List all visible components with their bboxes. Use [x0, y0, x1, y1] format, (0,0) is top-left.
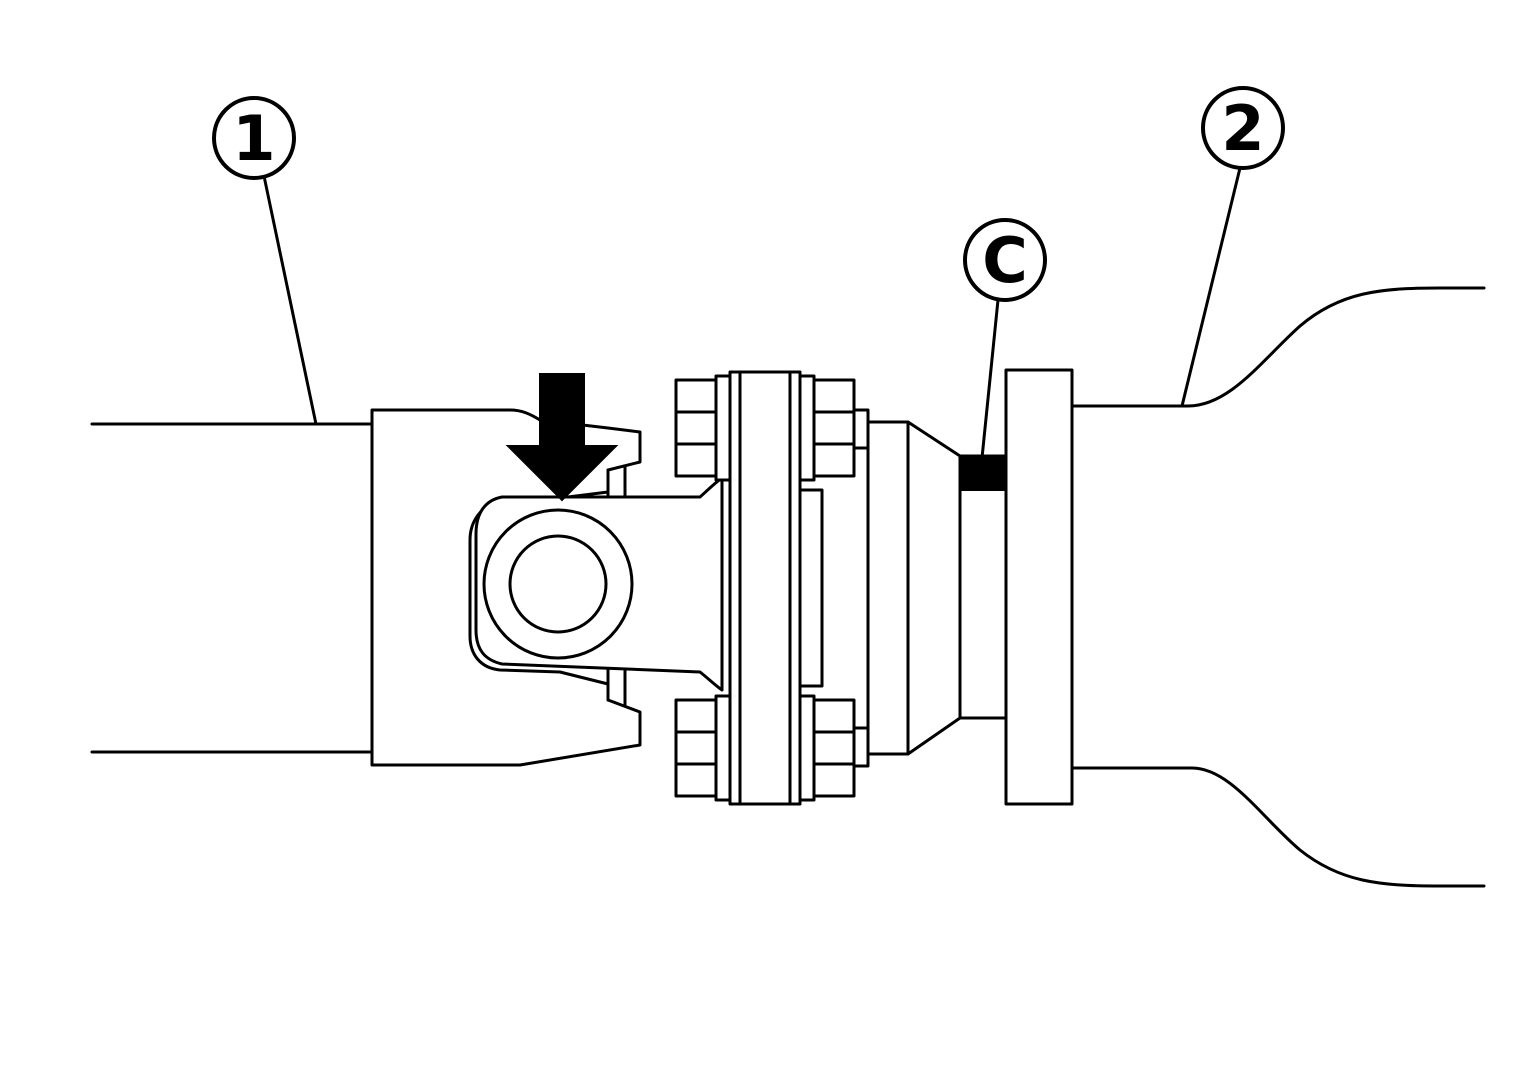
callout-c-label: C	[982, 224, 1028, 297]
callout-2: 2	[1201, 86, 1285, 170]
callout-c: C	[963, 218, 1047, 302]
callout-1-label: 1	[232, 102, 275, 175]
leader-line-2	[1180, 166, 1242, 408]
callout-1: 1	[212, 96, 296, 180]
differential-flange	[1004, 368, 1074, 806]
leader-line-c	[980, 298, 1000, 460]
differential-housing	[1070, 286, 1486, 888]
bolt-upper-left	[674, 374, 732, 482]
coupling-hub	[866, 420, 1008, 756]
nut-lower-right	[798, 694, 870, 802]
down-arrow-icon	[505, 373, 619, 502]
propeller-shaft-tube	[90, 422, 374, 754]
bolt-lower-left	[674, 694, 732, 802]
companion-flange	[728, 370, 824, 806]
matching-mark-band	[959, 455, 1007, 491]
nut-upper-right	[798, 374, 870, 482]
callout-2-label: 2	[1221, 92, 1264, 165]
universal-joint-spider	[474, 476, 724, 692]
leader-line-1	[262, 174, 318, 426]
